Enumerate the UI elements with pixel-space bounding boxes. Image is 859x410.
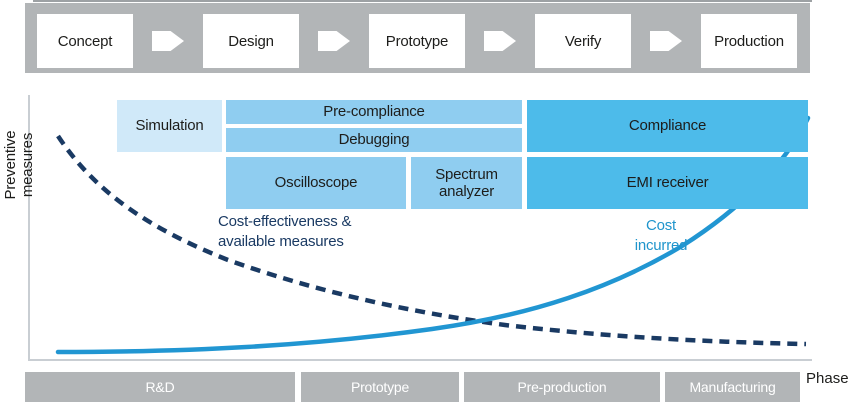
arrow-right-icon [152, 31, 184, 51]
phase-segment-manufacturing: Manufacturing [665, 372, 800, 402]
phase-segment-pre-production: Pre-production [464, 372, 660, 402]
cost-effectiveness-curve [56, 134, 807, 347]
stage-prototype: Prototype [369, 14, 465, 68]
stage-concept: Concept [37, 14, 133, 68]
phase-segment-rd: R&D [25, 372, 295, 402]
arrow-right-icon [484, 31, 516, 51]
stage-verify: Verify [535, 14, 631, 68]
top-edge-line [33, 0, 812, 2]
stage-production: Production [701, 14, 797, 68]
arrow-right-icon [318, 31, 350, 51]
measure-box-simulation: Simulation [117, 100, 222, 152]
measure-box-emi-receiver: EMI receiver [527, 157, 808, 209]
x-axis-label: Phase [806, 370, 849, 387]
measure-box-pre-compliance: Pre-compliance [226, 100, 522, 124]
cost-incurred-annotation: Cost incurred [634, 217, 688, 255]
arrow-right-icon [650, 31, 682, 51]
measure-box-oscilloscope: Oscilloscope [226, 157, 406, 209]
axes-lines [28, 95, 812, 361]
cost-effectiveness-annotation: Cost-effectiveness & available measures [218, 213, 352, 251]
measure-box-compliance: Compliance [527, 100, 808, 152]
measure-box-spectrum-analyzer: Spectrum analyzer [411, 157, 522, 209]
stage-design: Design [203, 14, 299, 68]
measure-box-debugging: Debugging [226, 128, 522, 152]
y-axis-label: Preventive measures [2, 130, 36, 200]
phase-segment-prototype: Prototype [301, 372, 459, 402]
process-flow-bar: Concept Design Prototype Verify Producti… [25, 3, 810, 73]
